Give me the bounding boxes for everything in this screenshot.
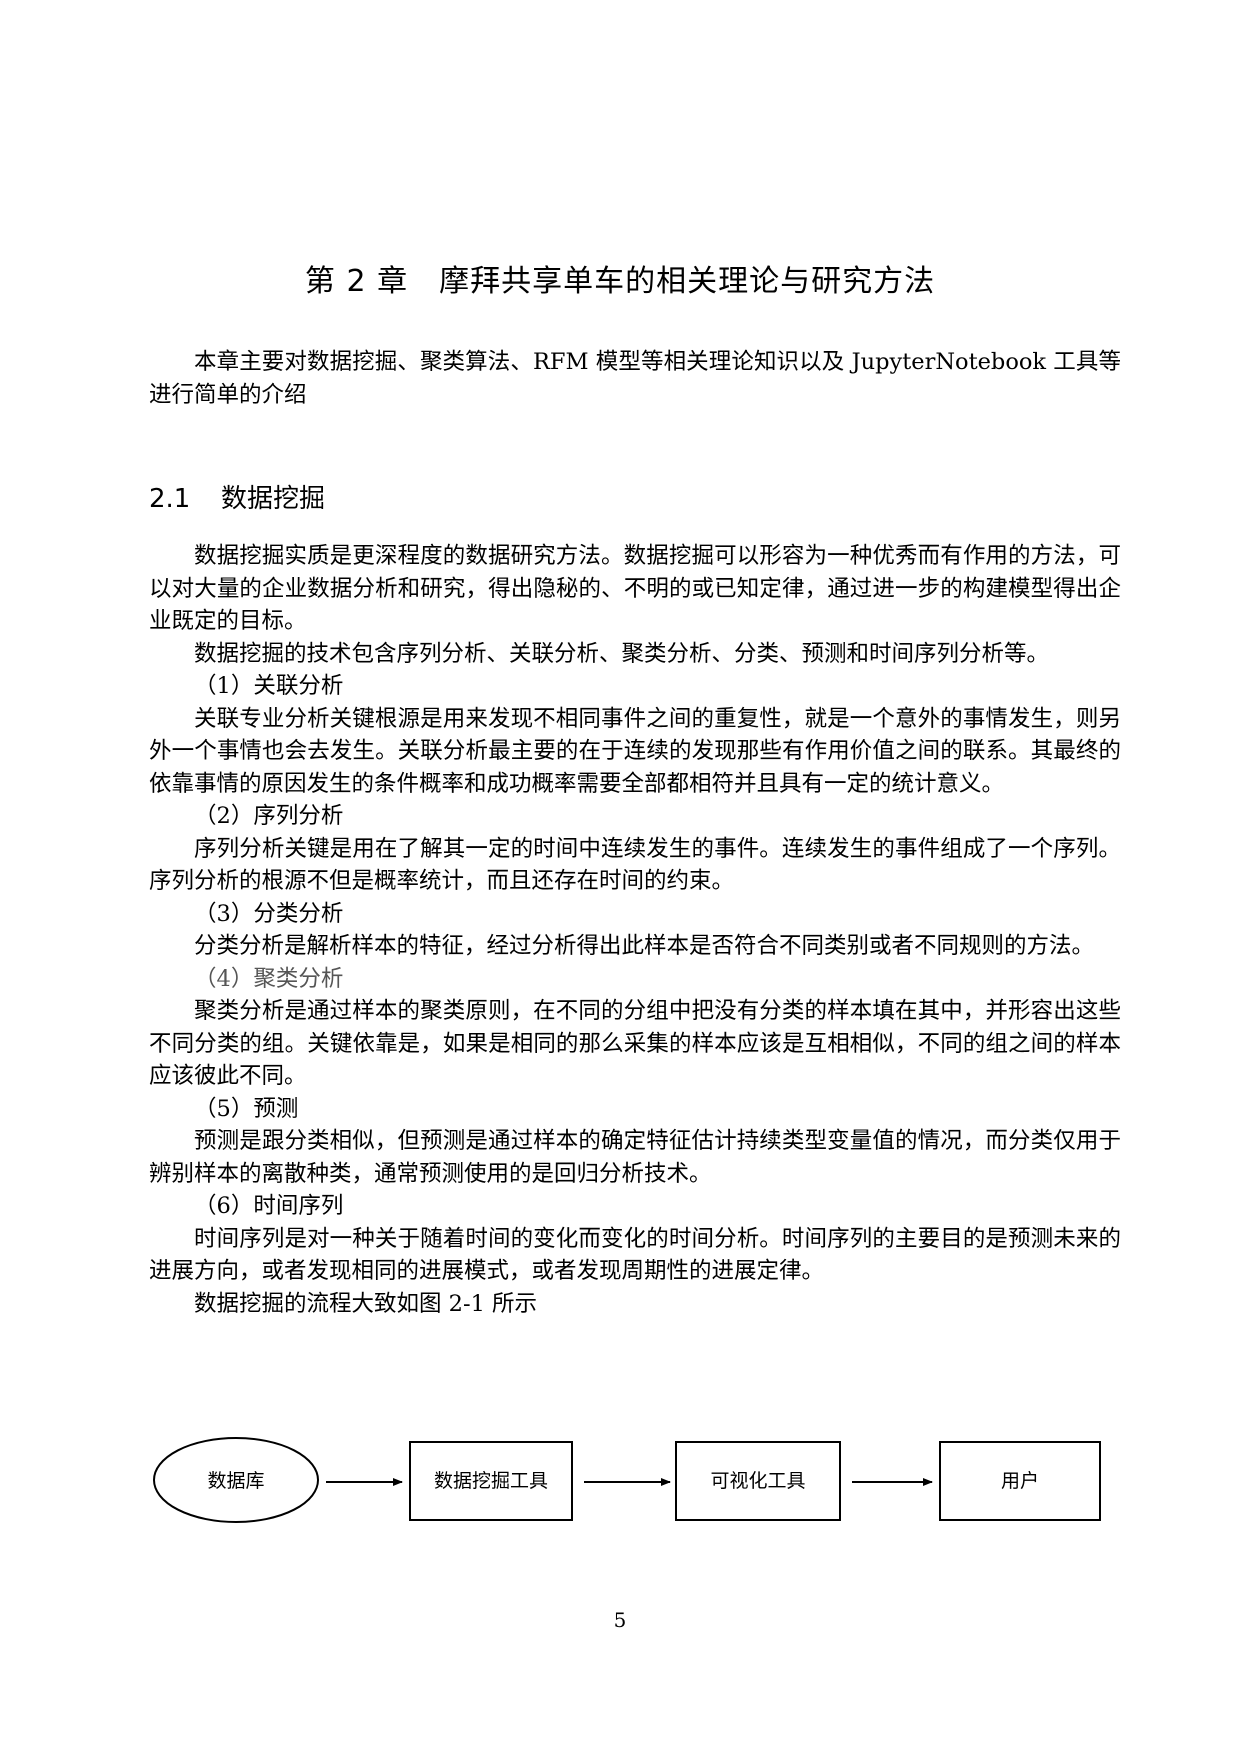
- flow-node-label: 数据挖掘工具: [434, 1470, 548, 1492]
- section-heading: 2.1 数据挖掘: [149, 482, 325, 516]
- list-item-heading: （2）序列分析: [194, 803, 344, 829]
- flow-node-visualization-tool: [675, 1441, 841, 1521]
- paragraph: 预测是跟分类相似，但预测是通过样本的确定特征估计持续类型变量值的情况，而分类仅用…: [149, 1128, 1121, 1187]
- paragraph: 关联专业分析关键根源是用来发现不相同事件之间的重复性，就是一个意外的事情发生，则…: [149, 705, 1121, 797]
- chapter-title: 第 2 章 摩拜共享单车的相关理论与研究方法: [304, 264, 936, 299]
- list-item-heading: （5）预测: [194, 1095, 299, 1122]
- list-item-heading: （4）聚类分析: [194, 965, 344, 992]
- flow-node-mining-tool: [409, 1441, 573, 1521]
- section-number: 2.1: [149, 484, 191, 514]
- body-text: 数据挖掘实质是更深程度的数据研究方法。数据挖掘可以形容为一种优秀而有作用的方法，…: [149, 540, 1121, 1320]
- flow-node-database: [153, 1437, 319, 1523]
- flow-node-user: [939, 1441, 1101, 1521]
- paragraph: 数据挖掘的技术包含序列分析、关联分析、聚类分析、分类、预测和时间序列分析等。: [194, 640, 1050, 667]
- page-number: 5: [613, 1608, 627, 1632]
- paragraph: 数据挖掘的流程大致如图 2-1 所示: [194, 1290, 538, 1317]
- section-title: 数据挖掘: [221, 484, 326, 514]
- flow-node-label: 可视化工具: [710, 1470, 805, 1492]
- flowchart: 数据库 数据挖掘工具 可视化工具 用户: [153, 1437, 1101, 1523]
- list-item-heading: （3）分类分析: [194, 900, 344, 927]
- list-item-heading: （1）关联分析: [194, 673, 344, 699]
- flow-node-label: 用户: [1001, 1470, 1039, 1492]
- intro-block: 本章主要对数据挖掘、聚类算法、RFM 模型等相关理论知识以及 JupyterNo…: [149, 346, 1121, 411]
- paragraph: 分类分析是解析样本的特征，经过分析得出此样本是否符合不同类别或者不同规则的方法。: [194, 933, 1095, 959]
- paragraph: 时间序列是对一种关于随着时间的变化而变化的时间分析。时间序列的主要目的是预测未来…: [149, 1225, 1121, 1285]
- list-item-heading: （6）时间序列: [194, 1193, 344, 1219]
- paragraph: 序列分析关键是用在了解其一定的时间中连续发生的事件。连续发生的事件组成了一个序列…: [149, 835, 1121, 895]
- paragraph: 数据挖掘实质是更深程度的数据研究方法。数据挖掘可以形容为一种优秀而有作用的方法，…: [149, 543, 1121, 634]
- flow-node-label: 数据库: [207, 1470, 264, 1492]
- intro-paragraph: 本章主要对数据挖掘、聚类算法、RFM 模型等相关理论知识以及 JupyterNo…: [149, 349, 1121, 408]
- paragraph: 聚类分析是通过样本的聚类原则，在不同的分组中把没有分类的样本填在其中，并形容出这…: [149, 998, 1121, 1089]
